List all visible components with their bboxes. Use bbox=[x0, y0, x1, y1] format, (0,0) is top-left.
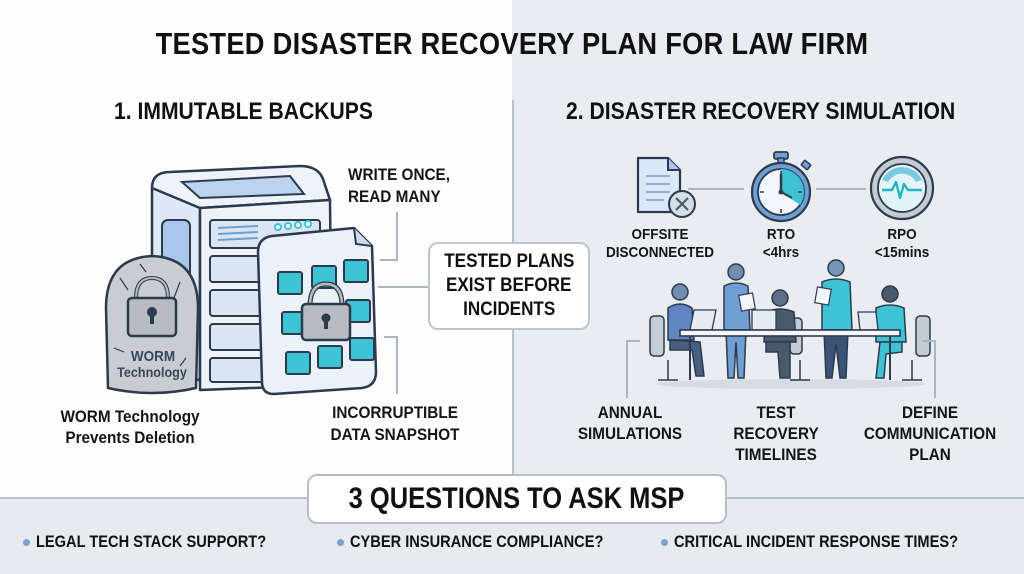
step-define-label-1: DEFINE bbox=[901, 403, 959, 422]
step-test-label-2: RECOVERY bbox=[733, 424, 819, 443]
callout-line-2: EXIST BEFORE bbox=[446, 275, 572, 296]
question-item: LEGAL TECH STACK SUPPORT? bbox=[23, 532, 313, 552]
questions-heading-box: 3 QUESTIONS TO ASK MSP bbox=[307, 474, 727, 524]
metric-rpo-label-1: RPO bbox=[887, 226, 917, 243]
connector-incorruptible-horizontal bbox=[384, 336, 398, 338]
metric-rto-label-2: <4hrs bbox=[762, 244, 800, 261]
connector-callout bbox=[378, 286, 428, 288]
metric-rpo-label-2: <15mins bbox=[874, 244, 930, 261]
team-meeting-icon bbox=[649, 259, 931, 389]
callout-line-3: INCIDENTS bbox=[462, 299, 556, 320]
stopwatch-icon bbox=[750, 151, 812, 223]
step-test-label-3: TIMELINES bbox=[735, 445, 817, 464]
connector-write-once-horizontal bbox=[380, 259, 398, 261]
worm-caption-1: WORM Technology bbox=[60, 407, 200, 426]
pulse-gauge-icon bbox=[869, 155, 935, 221]
page-title: TESTED DISASTER RECOVERY PLAN FOR LAW FI… bbox=[155, 26, 869, 61]
locked-data-file-icon bbox=[256, 226, 378, 396]
write-once-label-1: WRITE ONCE, bbox=[348, 165, 451, 184]
callout-line-1: TESTED PLANS bbox=[443, 251, 575, 272]
step-test-label-1: TEST bbox=[756, 403, 796, 422]
incorruptible-label-2: DATA SNAPSHOT bbox=[330, 425, 460, 444]
question-text: LEGAL TECH STACK SUPPORT? bbox=[36, 532, 267, 551]
stone-tablet-icon bbox=[104, 254, 200, 395]
step-annual-label-1: ANNUAL bbox=[597, 403, 663, 422]
padlock-icon bbox=[126, 275, 178, 338]
metric-offsite-label-2: DISCONNECTED bbox=[605, 244, 714, 261]
write-once-label-2: READ MANY bbox=[348, 187, 441, 206]
question-item: CYBER INSURANCE COMPLIANCE? bbox=[337, 532, 637, 552]
question-item: CRITICAL INCIDENT RESPONSE TIMES? bbox=[661, 532, 1001, 552]
connector-write-once-vertical bbox=[396, 212, 398, 260]
bracket-left-horizontal bbox=[626, 340, 640, 342]
bracket-left-vertical bbox=[626, 340, 628, 398]
metric-connector-2 bbox=[816, 188, 866, 190]
bullet-icon bbox=[23, 538, 30, 546]
metric-offsite-label-1: OFFSITE bbox=[631, 226, 689, 243]
questions-list: LEGAL TECH STACK SUPPORT? CYBER INSURANC… bbox=[0, 532, 1024, 552]
right-panel-background bbox=[512, 0, 1024, 497]
step-define-label-2: COMMUNICATION bbox=[863, 424, 997, 443]
metric-connector-1 bbox=[688, 188, 744, 190]
worm-tablet-label-1: WORM bbox=[130, 348, 176, 365]
step-annual-label-2: SIMULATIONS bbox=[577, 424, 683, 443]
bracket-right-vertical bbox=[934, 340, 936, 398]
connector-incorruptible-vertical bbox=[396, 336, 398, 394]
worm-caption-2: Prevents Deletion bbox=[65, 428, 195, 447]
step-define-label-3: PLAN bbox=[909, 445, 951, 464]
section-heading-dr-simulation: 2. DISASTER RECOVERY SIMULATION bbox=[566, 98, 956, 125]
bracket-right-horizontal bbox=[922, 340, 936, 342]
worm-tablet-label-2: Technology bbox=[117, 364, 187, 380]
bullet-icon bbox=[337, 538, 344, 546]
questions-heading: 3 QUESTIONS TO ASK MSP bbox=[349, 482, 685, 515]
disconnected-document-icon bbox=[636, 156, 696, 218]
tested-plans-callout: TESTED PLANS EXIST BEFORE INCIDENTS bbox=[428, 242, 590, 330]
section-heading-immutable-backups: 1. IMMUTABLE BACKUPS bbox=[114, 98, 373, 125]
question-text: CYBER INSURANCE COMPLIANCE? bbox=[350, 532, 604, 551]
metric-rto-label-1: RTO bbox=[766, 226, 796, 243]
incorruptible-label-1: INCORRUPTIBLE bbox=[332, 403, 458, 422]
bullet-icon bbox=[661, 538, 668, 546]
question-text: CRITICAL INCIDENT RESPONSE TIMES? bbox=[674, 532, 959, 551]
